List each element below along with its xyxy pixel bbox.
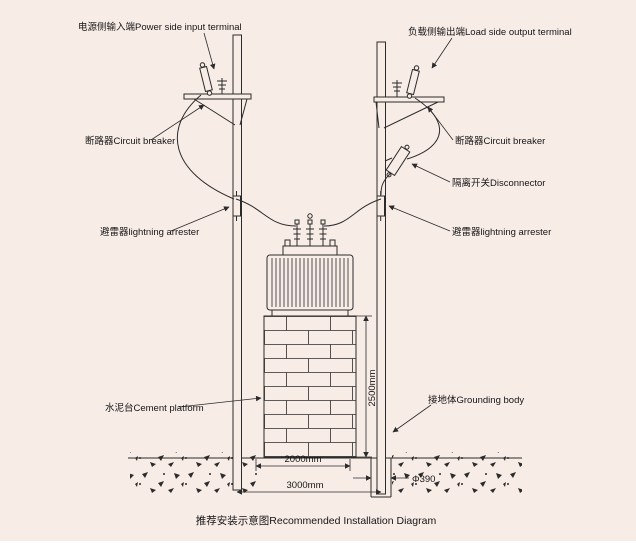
dimension-2000mm: 2000mm — [255, 454, 351, 471]
wires — [176, 94, 441, 227]
bushing-3 — [319, 219, 327, 246]
transformer-terminal-right — [329, 239, 336, 247]
label-lightning-arrester-left: 避雷器lightning arrester — [100, 226, 199, 238]
transformer-base — [271, 309, 349, 317]
circuit-breaker-left-device — [199, 62, 213, 96]
bushing-1 — [293, 219, 301, 246]
lifting-eye — [307, 213, 313, 219]
leader-grounding-body — [392, 404, 432, 433]
right-crossarm-braces — [375, 101, 439, 129]
left-insulator — [217, 78, 227, 94]
bottom-margin — [0, 541, 636, 547]
left-crossarm-assembly — [183, 62, 252, 126]
dimension-3000mm: 3000mm — [236, 480, 382, 495]
left-pole — [232, 34, 242, 491]
label-cement-platform: 水泥台Cement platform — [105, 402, 204, 414]
right-crossarm-assembly — [373, 65, 445, 129]
dimension-2500mm: 2500mm — [356, 315, 378, 458]
leader-circuit-breaker-left — [150, 104, 205, 141]
bushing-2 — [306, 213, 314, 246]
lightning-arrester-left-device — [232, 191, 241, 221]
leader-disconnector — [411, 163, 451, 183]
dimension-3000mm-label: 3000mm — [287, 480, 324, 491]
label-power-side-input: 电源侧输入端Power side input terminal — [78, 21, 242, 33]
dimension-phi390-label: Φ390 — [412, 474, 435, 485]
leader-load-output — [431, 37, 453, 69]
dimension-phi390: Φ390 — [353, 474, 435, 485]
label-disconnector: 隔离开关Disconnector — [452, 177, 545, 189]
gravel-right — [392, 452, 522, 498]
wire-left-to-bushing — [235, 198, 297, 227]
label-circuit-breaker-left: 断路器Circuit breaker — [85, 135, 175, 147]
right-pole — [376, 41, 386, 495]
dimension-2500mm-label: 2500mm — [367, 369, 378, 406]
dimension-2000mm-label: 2000mm — [285, 454, 322, 465]
transformer-fins — [271, 258, 349, 307]
wire-right-to-bushing — [323, 198, 382, 227]
ground — [128, 452, 522, 498]
cement-platform — [263, 315, 357, 458]
label-grounding-body: 接地体Grounding body — [428, 394, 524, 406]
text-labels: 电源侧输入端Power side input terminal 负载侧输出端Lo… — [78, 21, 572, 527]
diagram-caption: 推荐安装示意图Recommended Installation Diagram — [196, 514, 437, 527]
label-lightning-arrester-right: 避雷器lightning arrester — [452, 226, 551, 238]
lightning-arrester-right-device — [376, 191, 385, 221]
label-circuit-breaker-right: 断路器Circuit breaker — [455, 135, 545, 147]
leader-cement-platform — [178, 395, 262, 408]
leader-circuit-breaker-right — [427, 106, 454, 141]
label-load-side-output: 负载侧输出端Load side output terminal — [408, 26, 572, 38]
left-crossarm — [183, 93, 252, 100]
wire-left-drop — [176, 94, 235, 200]
left-crossarm-braces — [193, 98, 248, 126]
transformer-cover — [282, 245, 338, 256]
transformer — [266, 213, 354, 317]
leader-arrester-left — [170, 206, 230, 232]
wire-disconnector-to-arrester — [380, 172, 392, 196]
leader-power-input — [203, 32, 216, 70]
disconnector-device — [384, 144, 411, 178]
leader-arrester-right — [388, 205, 451, 232]
wire-right-drop — [406, 97, 441, 160]
transformer-terminal-left — [284, 239, 291, 247]
circuit-breaker-right-device — [406, 65, 420, 99]
leader-lines — [150, 32, 454, 433]
right-insulator — [392, 80, 402, 97]
